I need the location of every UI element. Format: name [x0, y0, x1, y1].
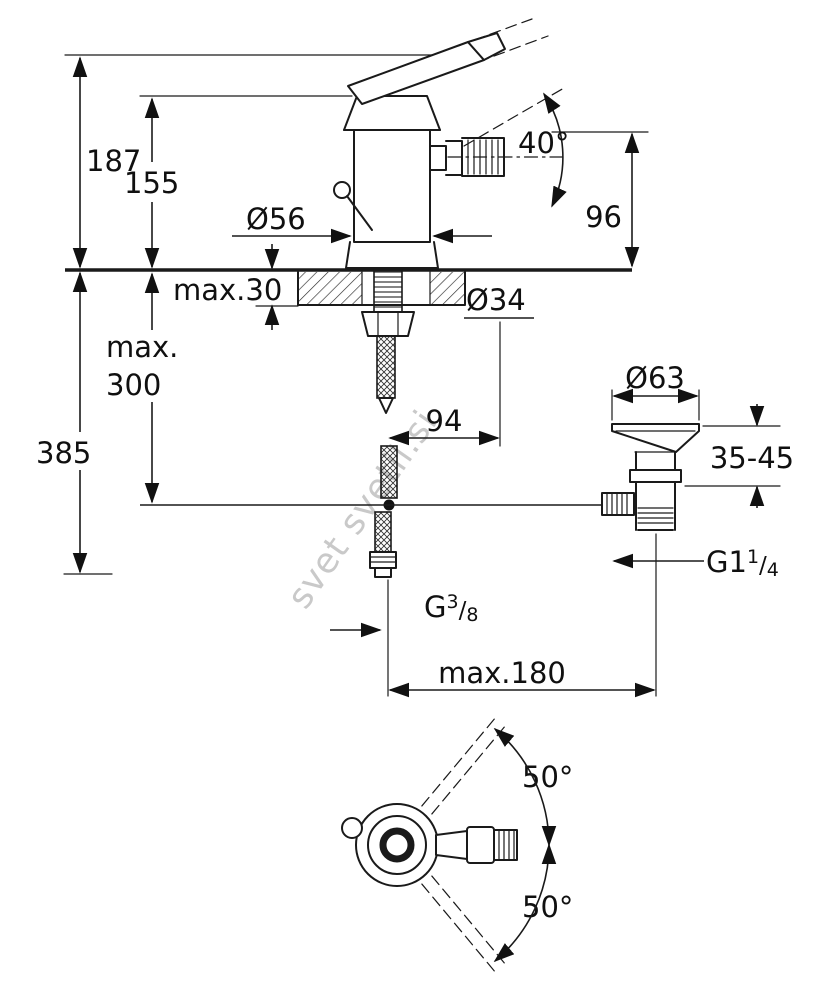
dim-label-max30: max.30 — [173, 273, 282, 307]
drain-seal-ring — [629, 469, 682, 483]
dimension-lines — [63, 56, 781, 698]
spray-angle-arc — [543, 92, 567, 208]
hose-end-fitting — [369, 551, 397, 569]
dim-label-max300-line1: max. — [106, 330, 178, 364]
dim-label-96: 96 — [585, 200, 622, 234]
handle-range-dash-lower — [410, 862, 507, 974]
watermark-text: svet svetil.si — [280, 403, 446, 616]
dim-label-187: 187 — [86, 144, 141, 178]
dim-label-d56: Ø56 — [246, 202, 306, 236]
dim-label-155: 155 — [124, 166, 179, 200]
dimension-labels: 187 155 Ø56 40° 96 max.30 Ø34 max. 300 3… — [36, 126, 794, 924]
swivel-arc-lower — [493, 843, 557, 963]
swivel-arc-upper — [493, 727, 557, 847]
threaded-shank — [373, 269, 403, 313]
handle-range-dash-upper — [410, 716, 507, 828]
dim-label-385: 385 — [36, 436, 91, 470]
dim-label-50deg-upper: 50° — [522, 760, 573, 794]
dim-label-d63: Ø63 — [625, 361, 685, 395]
handle-plan — [435, 826, 518, 864]
drain-flange — [611, 423, 700, 453]
popup-knob-plan — [341, 817, 363, 839]
dim-label-max180: max.180 — [438, 656, 566, 690]
faucet-body — [333, 95, 441, 269]
drain-clamp-screw — [601, 492, 635, 516]
supply-hoses — [140, 269, 604, 697]
lever-handle — [347, 18, 549, 105]
dim-label-max300-line2: 300 — [106, 368, 161, 402]
popup-rod-knob — [333, 181, 351, 199]
drain-assembly — [601, 423, 700, 697]
lever-base-dome — [343, 95, 441, 131]
side-view — [64, 18, 700, 697]
spray-outlet — [429, 87, 567, 208]
cartridge-ring-plan — [379, 827, 415, 863]
mounting-nut — [361, 311, 415, 337]
dim-label-g38: G3/8 — [424, 590, 478, 626]
mounting-deck — [65, 268, 632, 306]
dim-label-94: 94 — [426, 404, 463, 438]
dim-label-40deg: 40° — [518, 126, 569, 160]
dim-label-g114: G11/4 — [706, 545, 779, 581]
lever-range-dashes — [457, 18, 549, 63]
dim-label-d34: Ø34 — [466, 283, 526, 317]
plan-view — [341, 716, 557, 974]
dim-label-3545: 35-45 — [710, 441, 794, 475]
